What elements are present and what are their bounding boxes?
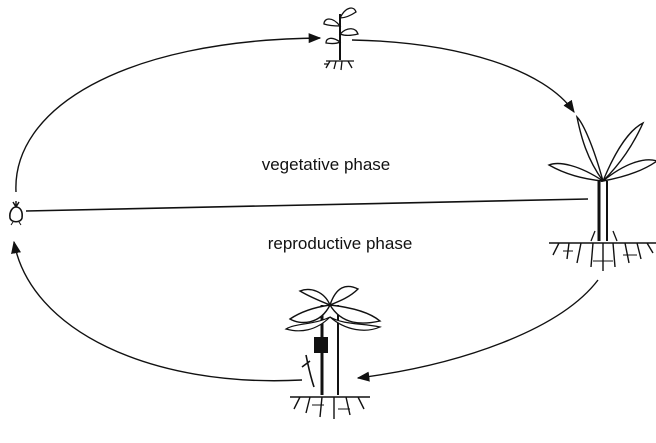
phase-divider-line <box>26 199 588 211</box>
corm-icon <box>10 201 22 225</box>
reproductive-phase-label: reproductive phase <box>268 234 413 253</box>
vegetative-phase-label: vegetative phase <box>262 155 391 174</box>
arrow-fruiting-to-corm <box>14 242 302 381</box>
banana-plant-icon <box>549 117 656 271</box>
sucker-icon <box>324 8 358 70</box>
arrow-mature-to-fruiting <box>358 280 598 378</box>
arrow-sucker-to-mature <box>352 40 574 112</box>
fruiting-banana-plant-icon <box>286 286 380 419</box>
